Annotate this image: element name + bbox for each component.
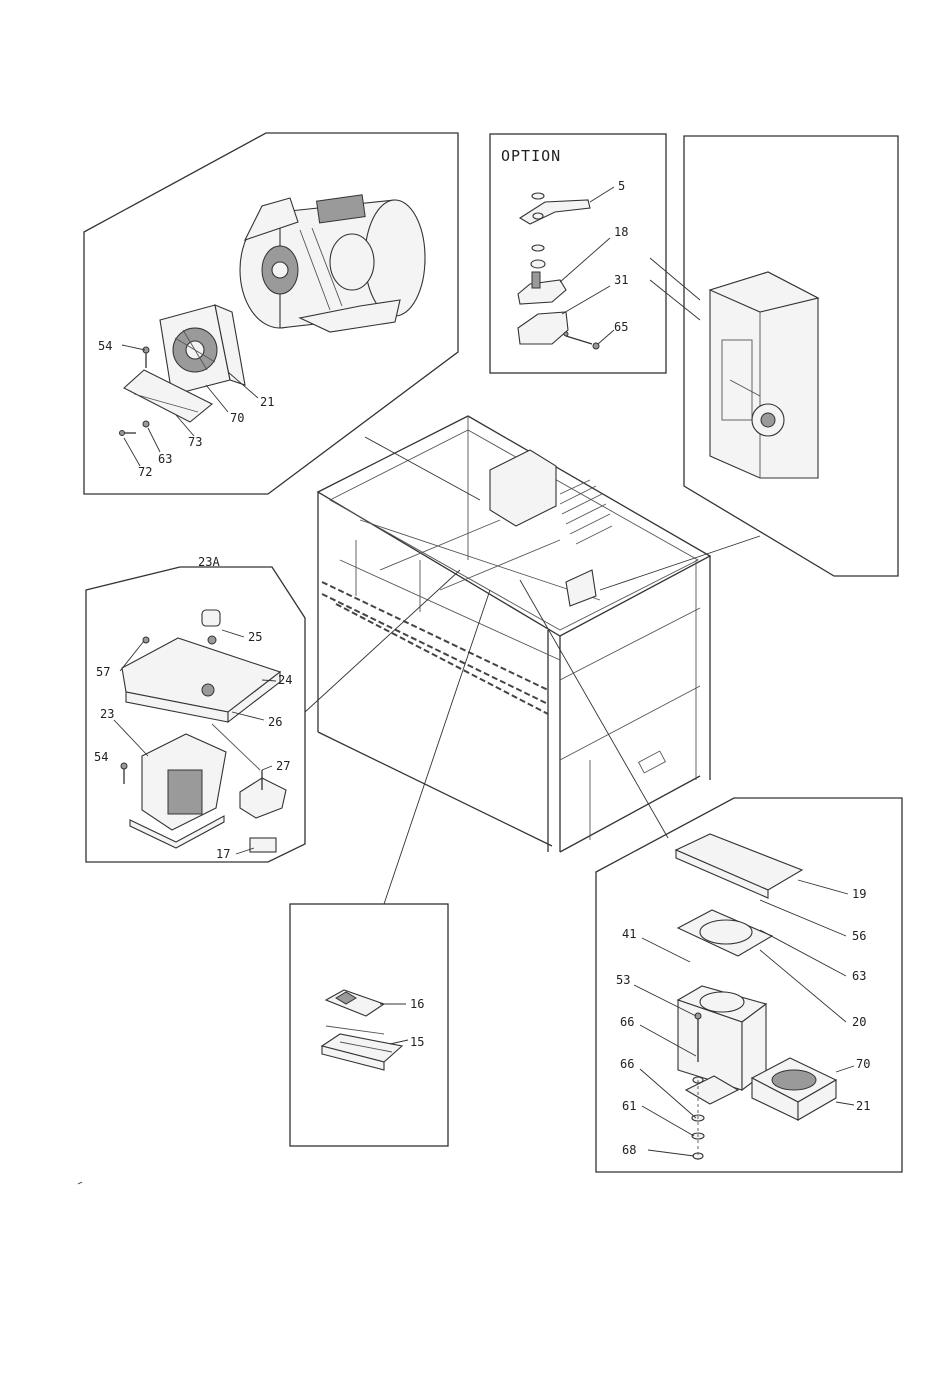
callout-26: 26 — [268, 715, 282, 729]
callout-73: 73 — [188, 435, 202, 449]
callout-19: 19 — [852, 887, 866, 901]
callout-31: 31 — [614, 273, 628, 287]
callout-41: 41 — [622, 927, 636, 941]
callout-25: 25 — [248, 630, 262, 644]
callout-70-secondary: 70 — [856, 1057, 870, 1071]
callout-23A: 23A — [198, 555, 220, 569]
callout-15: 15 — [410, 1035, 424, 1049]
callout-21-secondary: 21 — [856, 1099, 870, 1113]
callout-5: 5 — [618, 179, 625, 193]
callout-66-secondary: 66 — [620, 1057, 634, 1071]
option-detail-panel: OPTION 5 18 31 65 — [490, 134, 666, 373]
option-label: OPTION — [501, 147, 561, 165]
callout-23: 23 — [100, 707, 114, 721]
callout-61: 61 — [622, 1099, 636, 1113]
callout-16: 16 — [410, 997, 424, 1011]
callout-27: 27 — [276, 759, 290, 773]
cooling-fan — [160, 305, 245, 395]
motor-assembly — [240, 195, 425, 332]
housing-detail-panel — [684, 136, 898, 576]
callout-65: 65 — [614, 320, 628, 334]
callout-20: 20 — [852, 1015, 866, 1029]
callout-72: 72 — [138, 465, 152, 479]
vent-slots — [560, 480, 612, 544]
blower-detail-panel: 19 56 41 63 53 20 66 66 70 21 61 68 — [596, 798, 902, 1172]
callout-63-secondary: 63 — [852, 969, 866, 983]
callout-70: 70 — [230, 411, 244, 425]
callout-68: 68 — [622, 1143, 636, 1157]
callout-24: 24 — [278, 673, 292, 687]
callout-56: 56 — [852, 929, 866, 943]
callout-18: 18 — [614, 225, 628, 239]
callout-66: 66 — [620, 1015, 634, 1029]
motor-detail-panel: 54 21 70 73 63 72 — [84, 133, 458, 494]
callout-17: 17 — [216, 847, 230, 861]
transformer-detail-panel: 23A 25 57 24 26 23 54 27 17 — [86, 555, 305, 862]
main-cabinet-frame — [318, 416, 710, 852]
callout-54-secondary: 54 — [94, 750, 108, 764]
callout-21: 21 — [260, 395, 274, 409]
callout-57: 57 — [96, 665, 110, 679]
callout-53: 53 — [616, 973, 630, 987]
callout-54: 54 — [98, 339, 112, 353]
terminal-detail-panel: 16 15 — [290, 904, 448, 1146]
callout-63: 63 — [158, 452, 172, 466]
